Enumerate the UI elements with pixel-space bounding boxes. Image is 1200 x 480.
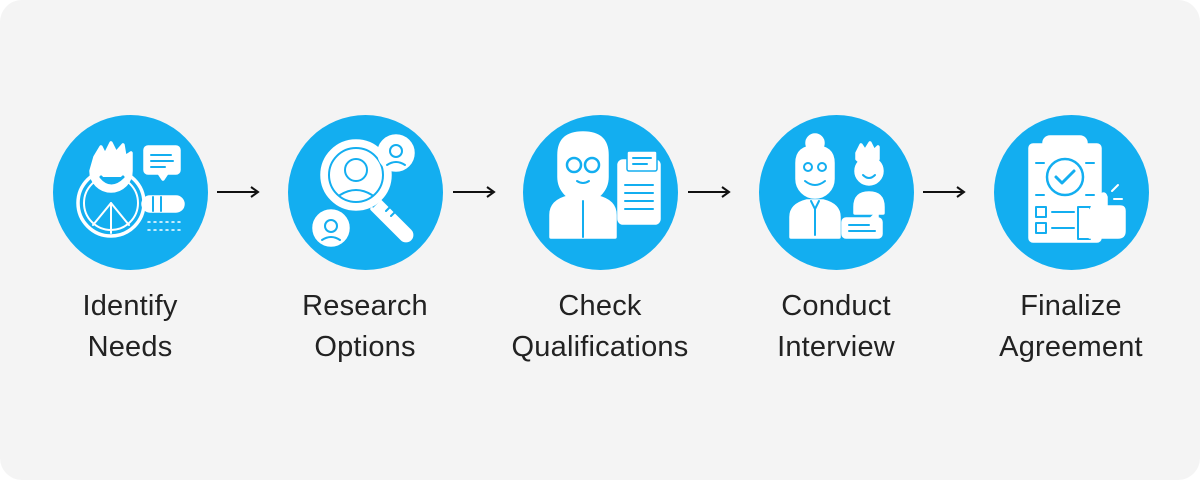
- step-label: Research Options: [255, 286, 475, 368]
- arrow-right-icon: [923, 186, 966, 198]
- step-label-line2: Qualifications: [511, 331, 689, 363]
- step-identify-needs: Identify Needs: [20, 115, 240, 368]
- step-label: Identify Needs: [20, 286, 240, 368]
- step-label-line1: Check: [558, 290, 642, 322]
- clipboard-thumbs-up-icon: [993, 115, 1149, 270]
- step-label: Finalize Agreement: [961, 286, 1181, 368]
- step-label-line2: Needs: [87, 331, 173, 363]
- step-label-line2: Options: [314, 331, 416, 363]
- magnifier-people-icon: [287, 115, 443, 270]
- arrow-right-icon: [688, 186, 731, 198]
- person-magnifier-chat-icon: [52, 115, 208, 270]
- step-research-options: Research Options: [255, 115, 475, 368]
- arrow-right-icon: [217, 186, 260, 198]
- arrow-right-icon: [453, 186, 496, 198]
- step-finalize-agreement: Finalize Agreement: [961, 115, 1181, 368]
- step-label: Conduct Interview: [726, 286, 946, 368]
- person-glasses-document-icon: [522, 115, 678, 270]
- step-label-line1: Finalize: [1020, 290, 1122, 322]
- step-label-line1: Identify: [82, 290, 178, 322]
- step-label-line2: Agreement: [999, 331, 1143, 363]
- step-label-line1: Research: [302, 290, 428, 322]
- two-people-chat-icon: [758, 115, 914, 270]
- step-label-line2: Interview: [777, 331, 895, 363]
- step-label: Check Qualifications: [490, 286, 710, 368]
- step-label-line1: Conduct: [781, 290, 891, 322]
- step-check-qualifications: Check Qualifications: [490, 115, 710, 368]
- step-conduct-interview: Conduct Interview: [726, 115, 946, 368]
